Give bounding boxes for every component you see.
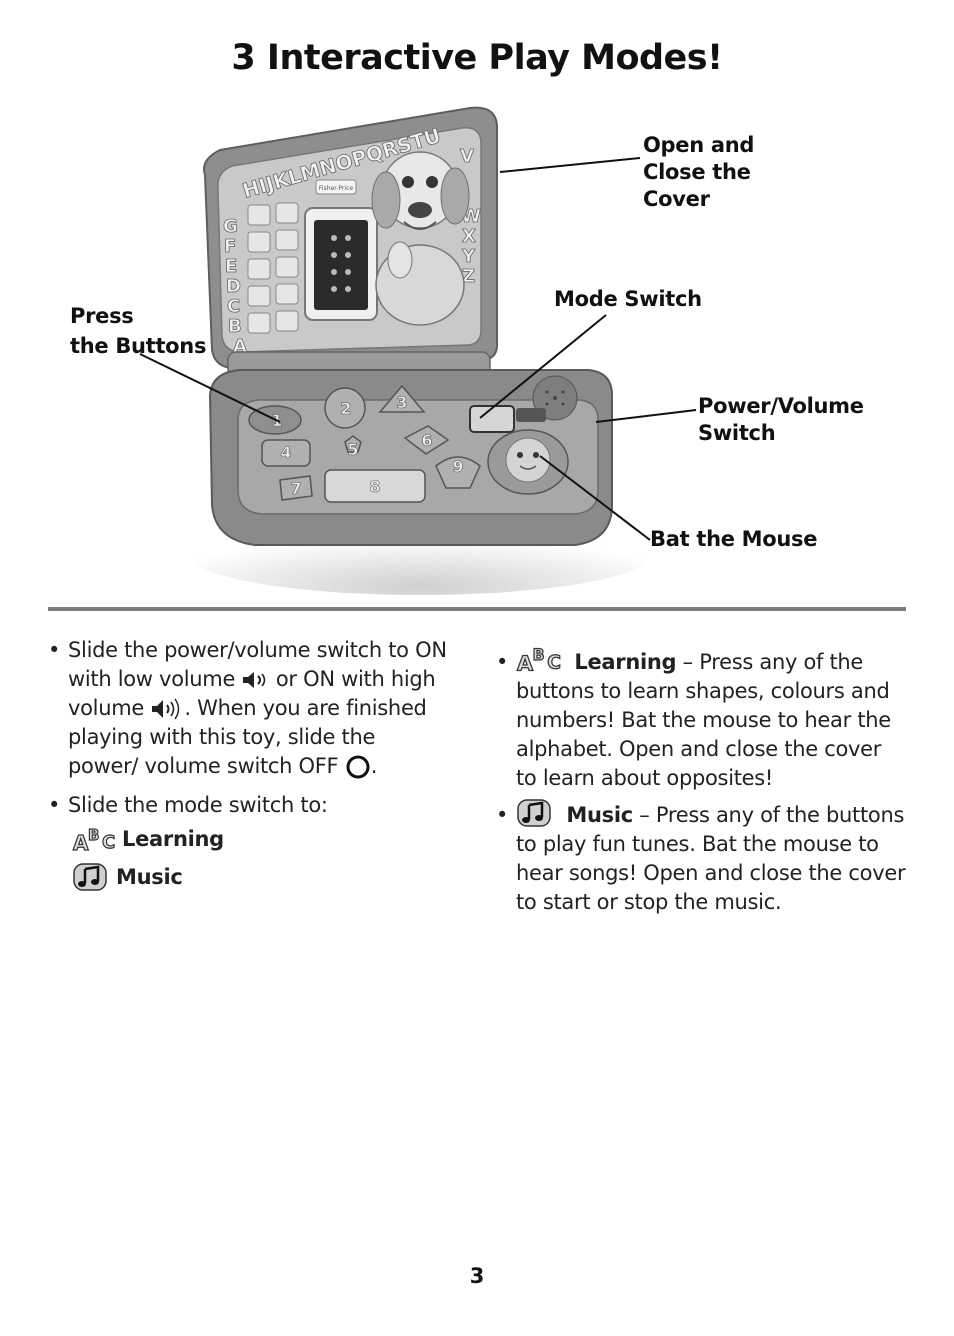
bullet-dot: •	[48, 793, 61, 817]
svg-text:4: 4	[280, 443, 291, 462]
section-divider	[48, 607, 906, 611]
callout-power-volume: Power/Volume Switch	[698, 394, 864, 445]
mode-option-learning: A B C Learning	[72, 825, 224, 854]
left-column: • Slide the power/volume switch to ON wi…	[48, 636, 448, 900]
bullet-dot: •	[48, 638, 61, 662]
led-display	[314, 220, 368, 310]
callout-bat-mouse: Bat the Mouse	[650, 527, 818, 551]
speaker-low-icon	[243, 672, 266, 688]
bullet-mode-switch: • Slide the mode switch to: A B C Learni…	[48, 791, 448, 892]
music-note-icon	[517, 799, 551, 827]
callout-press-buttons: Press the Buttons	[70, 304, 207, 358]
mode-option-music: Music	[72, 862, 448, 892]
svg-text:A: A	[73, 831, 89, 854]
page-number: 3	[469, 1264, 485, 1288]
bullet-dot: •	[496, 650, 509, 674]
svg-text:8: 8	[369, 477, 380, 496]
brand-badge	[315, 179, 357, 195]
svg-text:3: 3	[396, 393, 407, 412]
bullet-music-mode: • Music – Press any of the buttons to pl…	[496, 799, 906, 917]
svg-text:B: B	[88, 826, 99, 844]
callout-mode-switch: Mode Switch	[554, 287, 702, 311]
svg-text:C: C	[547, 652, 560, 673]
svg-text:C: C	[102, 832, 115, 853]
key-labels: 1 2 3 4 5 6 7 8 9	[271, 393, 464, 499]
right-column: • A B C Learning – Press any of the butt…	[496, 645, 906, 925]
bullet-power-switch: • Slide the power/volume switch to ON wi…	[48, 638, 447, 779]
picture-grid	[247, 202, 299, 334]
abc-blocks-icon: A B C	[72, 825, 115, 854]
abc-blocks-icon: A B C	[516, 645, 561, 675]
mode-switch	[469, 405, 515, 433]
speaker-high-icon	[152, 698, 180, 720]
callout-lines	[139, 157, 697, 541]
bullet-dot: •	[496, 803, 509, 827]
speaker-holes	[545, 390, 565, 406]
led-dots	[331, 235, 351, 292]
svg-text:7: 7	[290, 479, 301, 498]
power-volume-switch	[516, 408, 546, 422]
svg-text:9: 9	[452, 457, 463, 476]
svg-text:5: 5	[347, 440, 358, 459]
svg-text:2: 2	[340, 399, 351, 418]
music-note-icon	[73, 863, 107, 891]
off-circle-icon	[346, 755, 370, 779]
bullet-learning-mode: • A B C Learning – Press any of the butt…	[496, 645, 906, 793]
page-title: 3 Interactive Play Modes!	[231, 38, 723, 78]
svg-text:A: A	[517, 651, 533, 675]
mouse-face	[505, 437, 551, 483]
callout-open-close-cover: Open and Close the Cover	[643, 133, 755, 211]
svg-text:6: 6	[421, 431, 432, 450]
puppy-character	[371, 151, 470, 326]
brand-text: Fisher-Price	[319, 185, 353, 192]
svg-text:B: B	[533, 646, 545, 664]
